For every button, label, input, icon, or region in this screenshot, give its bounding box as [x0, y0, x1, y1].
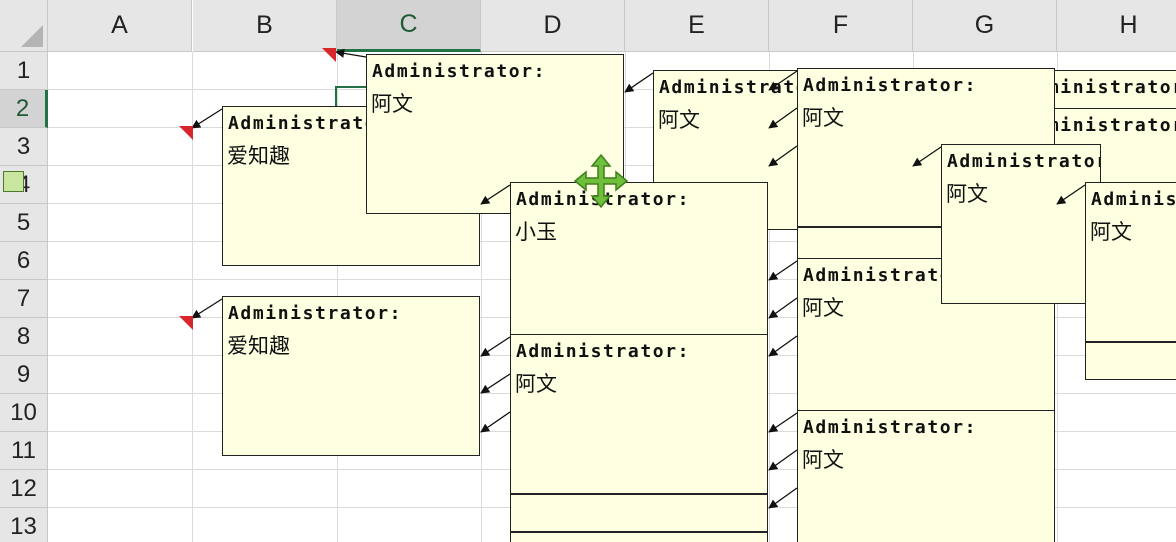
comment-text: 阿文 — [658, 108, 700, 132]
comment-text: 阿文 — [802, 106, 844, 130]
row-header-13[interactable]: 13 — [0, 508, 48, 542]
comment-box-h4[interactable]: Administrator: 阿文 — [1085, 182, 1176, 380]
comment-author: Administrator: — [228, 113, 403, 134]
column-header-b[interactable]: B — [193, 0, 337, 52]
select-all-triangle-icon — [21, 25, 43, 47]
comment-text: 爱知趣 — [227, 334, 290, 358]
row-header-11[interactable]: 11 — [0, 432, 48, 470]
move-cursor-icon — [573, 153, 629, 209]
comment-box-d8[interactable]: Administrator: 阿文 — [510, 334, 768, 542]
comment-text: 阿文 — [1090, 220, 1132, 244]
comment-separator — [1086, 341, 1176, 343]
column-header-f[interactable]: F — [769, 0, 913, 52]
comment-author: Administrator: — [803, 265, 978, 286]
row-header-3[interactable]: 3 — [0, 128, 48, 166]
row-header-5[interactable]: 5 — [0, 204, 48, 242]
row-header-10[interactable]: 10 — [0, 394, 48, 432]
column-header-a[interactable]: A — [48, 0, 192, 52]
comment-text: 阿文 — [802, 448, 844, 472]
comment-box-b7[interactable]: Administrator: 爱知趣 — [222, 296, 480, 456]
comment-text: 小玉 — [515, 220, 557, 244]
column-header-d[interactable]: D — [481, 0, 625, 52]
row-header-1[interactable]: 1 — [0, 52, 48, 90]
row-header-7[interactable]: 7 — [0, 280, 48, 318]
column-gridline — [769, 52, 770, 542]
comment-indicator-icon — [179, 48, 336, 330]
cell-status-icon — [3, 171, 24, 192]
comment-author: Administrator: — [803, 417, 978, 438]
comment-author: Administrator: — [1053, 77, 1176, 98]
row-header-2[interactable]: 2 — [0, 90, 48, 128]
comment-text: 阿文 — [802, 296, 844, 320]
comment-author: Administrator: — [1091, 189, 1176, 210]
row-header-8[interactable]: 8 — [0, 318, 48, 356]
column-gridline — [481, 52, 482, 542]
select-all-corner[interactable] — [0, 0, 48, 52]
comment-separator — [511, 531, 767, 533]
comment-author: Administrator: — [1053, 115, 1176, 136]
column-header-h[interactable]: H — [1057, 0, 1176, 52]
column-header-c[interactable]: C — [337, 0, 481, 52]
comment-box-g3[interactable]: Administrator: 阿文 — [941, 144, 1101, 304]
comment-separator — [798, 226, 1054, 228]
row-header-6[interactable]: 6 — [0, 242, 48, 280]
comment-author: Administrator: — [516, 341, 691, 362]
column-gridline — [192, 52, 193, 542]
comment-author: Administrator: — [372, 61, 547, 82]
comment-separator — [511, 493, 767, 495]
comment-text: 阿文 — [515, 372, 557, 396]
comment-text: 爱知趣 — [227, 144, 290, 168]
comment-author: Administrator: — [947, 151, 1100, 172]
column-header-e[interactable]: E — [625, 0, 769, 52]
row-header-9[interactable]: 9 — [0, 356, 48, 394]
comment-box-d4[interactable]: Administrator: 小玉 — [510, 182, 768, 342]
comment-text: 阿文 — [371, 92, 413, 116]
comment-author: Administrator: — [803, 75, 978, 96]
comment-text: 阿文 — [946, 182, 988, 206]
column-header-g[interactable]: G — [913, 0, 1057, 52]
comment-box-f11[interactable]: Administrator: 阿文 — [797, 410, 1055, 542]
comment-author: Administrator: — [228, 303, 403, 324]
row-header-12[interactable]: 12 — [0, 470, 48, 508]
